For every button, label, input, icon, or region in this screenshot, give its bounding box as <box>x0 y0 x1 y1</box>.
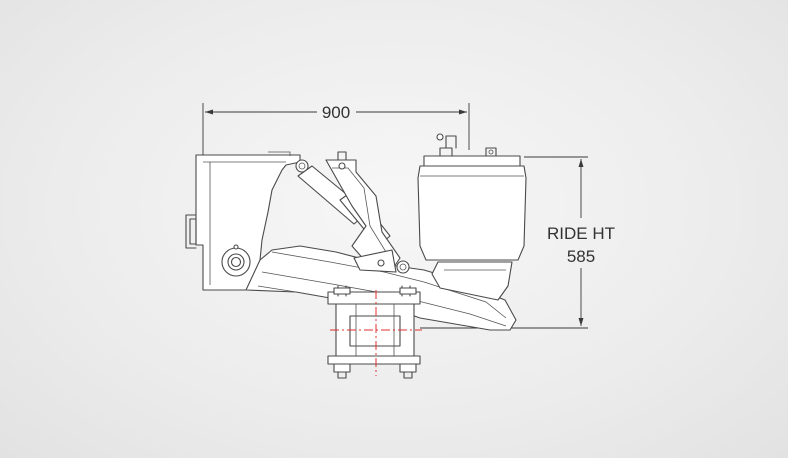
axle-seat-assembly <box>327 285 422 379</box>
ride-height-value: 585 <box>567 247 595 266</box>
air-spring-top-plate <box>423 155 521 167</box>
u-bolt-lower-nut-left <box>333 363 351 373</box>
shock-upper-bolt-inner <box>298 162 306 170</box>
hanger-bracket <box>185 151 309 291</box>
shock-lower-clamp <box>353 249 397 273</box>
axle-seat-top-plate <box>327 291 421 305</box>
shock-upper-bolt <box>295 159 309 173</box>
width-dimension: 900 <box>202 103 470 158</box>
u-bolt-lower-threads <box>337 371 413 379</box>
hanger-top-lip <box>268 151 291 156</box>
ride-height-arrow-top <box>578 159 584 167</box>
hanger-bracket-body <box>195 154 301 291</box>
air-spring-piston <box>431 261 513 301</box>
pivot-bolt <box>230 256 242 268</box>
shock-lower-pin-inner <box>399 263 407 271</box>
width-dimension-label: 900 <box>322 103 350 122</box>
air-fitting-stem <box>445 135 457 149</box>
air-spring-bellows <box>417 165 527 261</box>
shock-upper-bracket <box>325 159 401 271</box>
trailing-arm-upper-edge <box>271 251 507 319</box>
shock-lower-pin <box>396 260 410 274</box>
air-fitting-base <box>439 147 453 157</box>
axle-seat-bottom-plate <box>327 355 421 365</box>
u-bolt-upper-nut-right <box>399 287 417 295</box>
width-arrow-right <box>459 109 467 115</box>
air-fitting-cap <box>436 133 444 141</box>
air-spring <box>417 133 527 301</box>
width-arrow-left <box>205 109 213 115</box>
air-spring-stud <box>485 147 497 157</box>
shock-mount-bolt <box>338 162 346 170</box>
shock-mount-tab <box>337 151 347 161</box>
shock-lower-bolt <box>377 259 385 267</box>
trailing-arm-root-edge <box>257 285 297 293</box>
hanger-side-tab <box>185 214 197 249</box>
u-bolt-lower-nut-right <box>399 363 417 373</box>
u-bolt-upper-nut-left <box>333 287 351 295</box>
ride-height-label: RIDE HT <box>547 224 615 243</box>
ride-height-arrow-bottom <box>578 318 584 326</box>
pivot-bushing-mark <box>233 244 239 250</box>
air-spring-stud-nut <box>488 149 494 155</box>
axle-seat-ribs <box>355 304 395 358</box>
shock-absorber <box>297 151 410 274</box>
axle-section <box>349 315 401 347</box>
